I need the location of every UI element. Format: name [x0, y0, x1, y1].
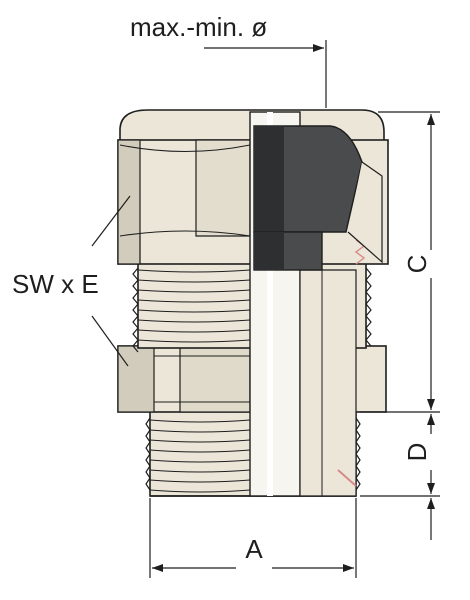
leader-wrench: [91, 195, 131, 367]
label-d: D: [402, 443, 432, 462]
label-wrench-size: SW x E: [12, 269, 99, 299]
dimension-a: [149, 498, 357, 578]
dimension-diameter: [204, 40, 327, 108]
label-c: C: [402, 255, 432, 274]
seal-insert: [253, 125, 383, 271]
label-diameter: max.-min. ø: [130, 12, 267, 42]
dimension-c: [360, 111, 440, 413]
label-a: A: [245, 534, 263, 564]
dimension-d: [360, 414, 440, 540]
